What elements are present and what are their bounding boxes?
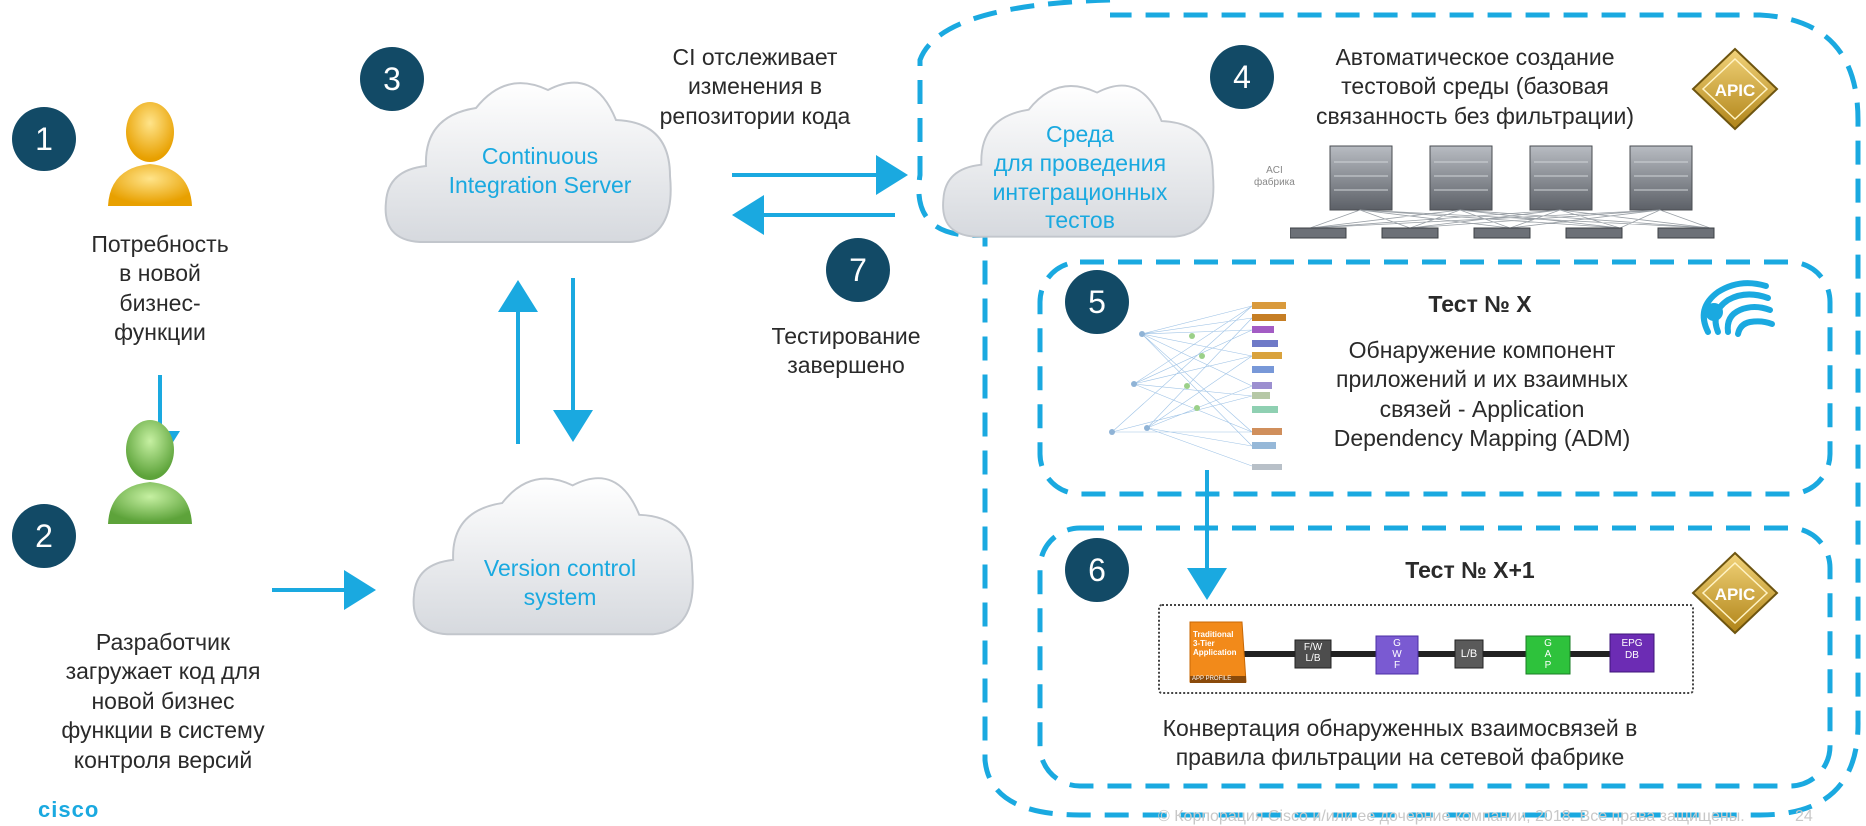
svg-text:APIC: APIC <box>1715 585 1756 604</box>
apic-badge-bottom-icon: APIC <box>1691 551 1779 635</box>
service-chain-diagram <box>1189 621 1655 683</box>
svg-text:APIC: APIC <box>1715 81 1756 100</box>
ci-server-cloud <box>384 81 672 243</box>
tetration-analytics-icon <box>1700 280 1775 337</box>
step-2-badge: 2 <box>12 504 76 568</box>
copyright-footer: © Корпорация Cisco и/или ее дочерние ком… <box>1158 808 1745 825</box>
developer-icon <box>108 420 192 524</box>
business-user-icon <box>108 102 192 206</box>
adm-graph-icon <box>1109 302 1286 470</box>
chain-lb-label: L/B <box>1460 648 1478 660</box>
step-4-badge: 4 <box>1210 45 1274 109</box>
step-6-badge: 6 <box>1065 538 1129 602</box>
cisco-logo: cisco <box>38 797 100 822</box>
test-x-box <box>1037 259 1833 497</box>
test-env-cloud <box>942 84 1215 238</box>
vcs-cloud <box>412 477 694 636</box>
page-number: 24 <box>1795 808 1813 825</box>
step-1-badge: 1 <box>12 107 76 171</box>
step-3-badge: 3 <box>360 47 424 111</box>
test-x-title: Тест № X <box>1428 291 1532 317</box>
step-7-badge: 7 <box>826 238 890 302</box>
test-x1-box <box>1037 525 1833 789</box>
test-x1-title: Тест № X+1 <box>1405 557 1535 583</box>
service-chain-box <box>1158 604 1694 694</box>
chain-app-profile-label: APP PROFILE <box>1192 676 1232 682</box>
apic-badge-top-icon: APIC <box>1691 47 1779 131</box>
step-5-badge: 5 <box>1065 270 1129 334</box>
aci-fabric-switches-icon <box>1290 145 1715 239</box>
